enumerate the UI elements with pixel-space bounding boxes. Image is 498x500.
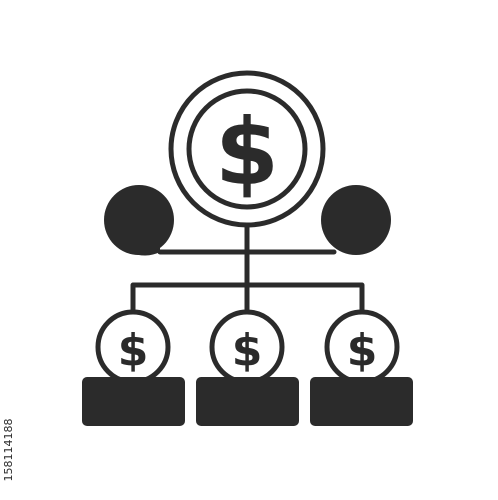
box-center bbox=[196, 377, 299, 426]
top-coin-inner-ring bbox=[186, 88, 308, 210]
lower-branch-line bbox=[130, 282, 365, 315]
coin-center-dollar-symbol: $ bbox=[232, 325, 263, 376]
right-solid-circle-body bbox=[321, 185, 391, 255]
coin-right-dollar-symbol: $ bbox=[347, 325, 378, 376]
coin-left-dollar-symbol: $ bbox=[118, 325, 149, 376]
left-solid-circle-body bbox=[104, 185, 174, 255]
stock-id-watermark: 158114188 bbox=[1, 418, 15, 482]
box-left bbox=[82, 377, 185, 426]
box-right bbox=[310, 377, 413, 426]
top-coin-dollar-symbol: $ bbox=[215, 99, 279, 206]
